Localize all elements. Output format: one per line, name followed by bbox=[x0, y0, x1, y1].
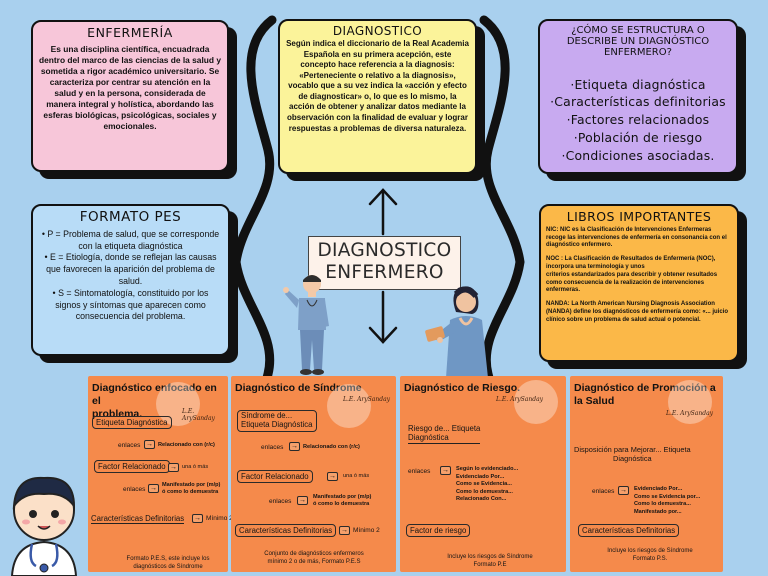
caracteristicas-label: Características Definitorias bbox=[91, 514, 185, 525]
promocion-list: Evidenciado Por... Como se Evidencia por… bbox=[634, 486, 701, 515]
caracteristicas-label: Características Definitorias bbox=[235, 524, 337, 537]
manifestado-label: Manifestado por (m/p) ó como lo demuestr… bbox=[313, 494, 372, 507]
relacionado-label: Relacionado con (r/c) bbox=[158, 442, 215, 448]
libros-nic: NIC: NIC es la Clasificación de Interven… bbox=[546, 226, 727, 249]
doctor-cartoon-illustration bbox=[10, 476, 78, 576]
relacionado-label: Relacionado con (r/c) bbox=[303, 444, 360, 450]
arrow-right-icon: → bbox=[192, 514, 203, 523]
etiqueta-label: Etiqueta Diagnóstica bbox=[92, 416, 172, 429]
etiqueta-label: Riesgo de... Etiqueta Diagnóstica bbox=[408, 424, 481, 444]
arrow-right-icon: → bbox=[339, 526, 350, 535]
enfermeria-title: ENFERMERÍA bbox=[87, 25, 173, 40]
center-title-line1: DIAGNOSTICO bbox=[317, 240, 452, 261]
signature-mark: L.E. ArySanday bbox=[496, 396, 544, 403]
down-arrow bbox=[368, 290, 398, 344]
diagnostico-text: Según indica el diccionario de la Real A… bbox=[286, 39, 469, 133]
signature-mark: L.E. ArySanday bbox=[182, 408, 215, 422]
arrow-right-icon: → bbox=[440, 466, 451, 475]
watermark-logo bbox=[514, 380, 558, 424]
enlaces-label: enlaces bbox=[118, 442, 141, 449]
manifestado-label: Manifestado por (m/p) ó como lo demuestr… bbox=[162, 482, 221, 495]
panel-footer: Incluye los riesgos de Síndrome Formato … bbox=[447, 554, 533, 568]
center-title-box: DIAGNOSTICO ENFERMERO bbox=[308, 236, 461, 290]
estructura-item: ·Características definitorias bbox=[550, 94, 726, 110]
panel-title: Diagnóstico de Promoción a la Salud bbox=[574, 382, 716, 408]
estructura-item: ·Etiqueta diagnóstica bbox=[570, 76, 706, 92]
panel-footer: Formato P.E.S, este incluye los diagnóst… bbox=[126, 556, 210, 570]
enlaces-label: enlaces bbox=[592, 488, 615, 495]
enfermeria-text: Es una disciplina científica, encuadrada… bbox=[39, 43, 221, 132]
una-o-mas-label: una ó más bbox=[182, 464, 209, 470]
etiqueta-label: Disposición para Mejorar... Etiqueta Dia… bbox=[574, 445, 691, 463]
arrow-right-icon: → bbox=[144, 440, 155, 449]
panel-diagnostico-sindrome: Diagnóstico de Síndrome L.E. ArySanday S… bbox=[231, 376, 396, 572]
arrow-right-icon: → bbox=[289, 442, 300, 451]
libros-noc: NOC : La Clasificación de Resultados de … bbox=[546, 256, 718, 294]
una-o-mas-label: una ó más bbox=[343, 473, 370, 479]
factor-label: Factor de riesgo bbox=[406, 524, 471, 537]
panel-diagnostico-promocion: Diagnóstico de Promoción a la Salud L.E.… bbox=[570, 376, 723, 572]
libros-title: LIBROS IMPORTANTES bbox=[566, 209, 712, 224]
panel-title: Diagnóstico enfocado en el problema. bbox=[92, 382, 217, 421]
signature-mark: L.E. ArySanday bbox=[343, 396, 391, 403]
nurse-male-illustration bbox=[283, 275, 329, 375]
etiqueta-label: Síndrome de... Etiqueta Diagnóstica bbox=[237, 410, 317, 432]
factor-label: Factor Relacionado bbox=[237, 470, 313, 483]
estructura-card: ¿CÓMO SE ESTRUCTURA O DESCRIBE UN DIAGNÓ… bbox=[538, 19, 738, 174]
factor-label: Factor Relacionado bbox=[94, 460, 170, 473]
arrow-right-icon: → bbox=[618, 486, 629, 495]
estructura-item: ·Condiciones asociadas. bbox=[561, 147, 715, 163]
panel-footer: Conjunto de diagnósticos enfermeros míni… bbox=[264, 551, 364, 565]
arrow-right-icon: → bbox=[148, 484, 159, 493]
estructura-item: ·Población de riesgo bbox=[573, 129, 703, 145]
watermark-logo bbox=[156, 382, 200, 426]
up-arrow bbox=[368, 188, 398, 236]
enlaces-label: enlaces bbox=[123, 486, 146, 493]
panel-title: Diagnóstico de Síndrome bbox=[235, 382, 362, 394]
arrow-right-icon: → bbox=[327, 472, 338, 481]
enfermeria-card: ENFERMERÍA Es una disciplina científica,… bbox=[31, 20, 229, 172]
panel-footer: Incluye los riesgos de Síndrome Formato … bbox=[607, 548, 693, 562]
formato-pes-card: FORMATO PES • P = Problema de salud, que… bbox=[31, 204, 230, 356]
arrow-right-icon: → bbox=[168, 463, 179, 472]
minimo-label: Mínimo 2 bbox=[206, 515, 233, 522]
watermark-logo bbox=[668, 380, 712, 424]
enlaces-label: enlaces bbox=[408, 468, 431, 475]
estructura-list: ·Etiqueta diagnóstica ·Características d… bbox=[546, 76, 730, 165]
enlaces-label: enlaces bbox=[269, 498, 292, 505]
libros-card: LIBROS IMPORTANTES NIC: NIC es la Clasif… bbox=[539, 204, 739, 362]
libros-nanda: NANDA: La North American Nursing Diagnos… bbox=[546, 301, 729, 323]
nurse-female-illustration bbox=[425, 286, 488, 378]
diagnostico-title: DIAGNOSTICO bbox=[332, 24, 423, 38]
estructura-item: ·Factores relacionados bbox=[566, 112, 710, 128]
formato-pes-text: • P = Problema de salud, que se correspo… bbox=[41, 228, 220, 322]
estructura-title: ¿CÓMO SE ESTRUCTURA O DESCRIBE UN DIAGNÓ… bbox=[566, 25, 710, 59]
signature-mark: L.E. ArySanday bbox=[666, 410, 714, 417]
enlaces-label: enlaces bbox=[261, 444, 284, 451]
panel-diagnostico-problema: Diagnóstico enfocado en el problema. L.E… bbox=[88, 376, 233, 572]
arrow-right-icon: → bbox=[297, 496, 308, 505]
minimo-label: Mínimo 2 bbox=[353, 527, 380, 534]
panel-title: Diagnóstico de Riesgo. bbox=[404, 382, 521, 394]
caracteristicas-label: Características Definitorias bbox=[578, 524, 680, 537]
watermark-logo bbox=[327, 384, 371, 428]
diagnostico-card: DIAGNOSTICO Según indica el diccionario … bbox=[278, 19, 477, 174]
panel-diagnostico-riesgo: Diagnóstico de Riesgo. L.E. ArySanday Ri… bbox=[400, 376, 566, 572]
center-title-line2: ENFERMERO bbox=[325, 261, 444, 283]
riesgo-list: Según lo evidenciado... Evidenciado Por.… bbox=[456, 466, 519, 503]
formato-pes-title: FORMATO PES bbox=[79, 209, 182, 225]
